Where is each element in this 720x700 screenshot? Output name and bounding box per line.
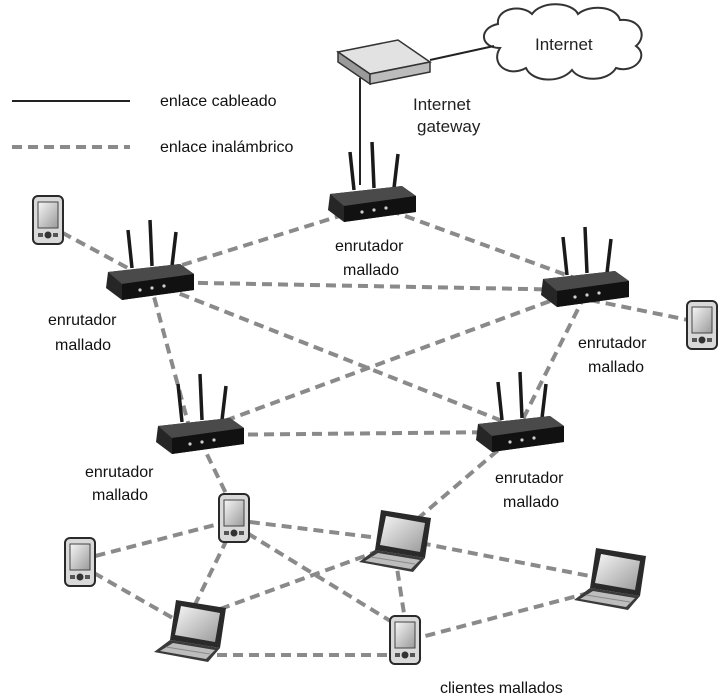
wireless-link [393,554,407,621]
wireless-link [518,294,587,426]
legend-wireless-label: enlace inalámbrico [160,139,294,156]
wireless-link [189,543,396,622]
router-label-line2: mallado [343,262,399,279]
wireless-link [233,518,396,542]
wireless-link [199,430,511,437]
wireless-link [589,298,699,324]
router-icon [104,218,196,302]
wireless-link [149,280,521,430]
router-label-line1: enrutador [578,335,647,352]
router-label-line2: mallado [92,487,148,504]
laptop-icon [153,599,227,663]
wireless-link [404,538,601,580]
wireless-link [79,563,186,627]
wireless-link [199,288,581,432]
wireless-link [232,523,407,632]
pda-icon [218,493,250,543]
pda-icon [389,615,421,665]
gateway-icon [336,39,432,86]
router-icon [154,372,246,456]
laptop-icon [358,509,432,573]
cloud-icon [483,3,643,81]
gateway-label-line2: gateway [417,117,481,136]
wireless-link [149,280,581,292]
wireless-link [409,588,601,642]
router-label-line1: enrutador [495,470,564,487]
wireless-link [374,203,581,282]
router-label-line2: mallado [503,494,559,511]
legend-wired-label: enlace cableado [160,93,277,110]
clients-label: clientes mallados [440,680,563,697]
router-label-line2: mallado [55,337,111,354]
router-icon [326,140,418,224]
wireless-link [393,438,512,540]
pda-icon [686,300,718,350]
pda-icon [64,537,96,587]
router-icon [474,370,566,454]
gateway-label-line1: Internet [413,95,471,114]
laptop-icon [573,547,647,611]
internet-cloud: Internet [483,3,643,81]
router-label-line1: enrutador [85,464,154,481]
router-label-line1: enrutador [335,238,404,255]
gateway-cloud-link [429,45,495,61]
pda-icon [32,195,64,245]
wireless-links [47,203,699,657]
wireless-link [79,518,235,562]
wireless-link [148,281,192,431]
router-icon [539,225,631,309]
internet-label: Internet [535,35,593,54]
router-label-line2: mallado [588,359,644,376]
router-label-line1: enrutador [48,312,117,329]
legend: enlace cableado enlace inalámbrico [12,93,294,156]
